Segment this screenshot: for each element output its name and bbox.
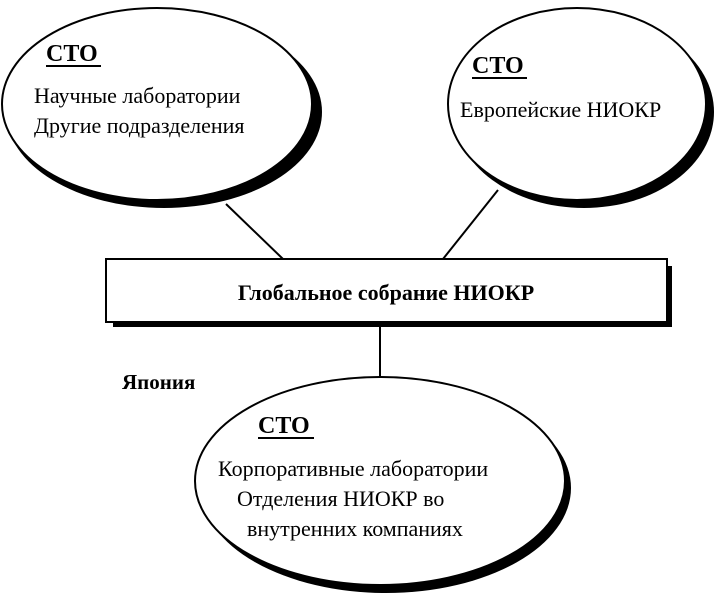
node-right-line-1: Европейские НИОКР: [460, 97, 661, 122]
node-right: СТО Европейские НИОКР: [447, 7, 714, 208]
node-bottom-ellipse: [194, 376, 566, 586]
node-left-ellipse: [1, 7, 313, 201]
node-left-line-2: Другие подразделения: [34, 113, 245, 138]
node-bottom-line-1: Корпоративные лаборатории: [218, 456, 488, 481]
connector-right-to-center: [442, 189, 499, 260]
node-bottom: СТО Корпоративные лаборатории Отделения …: [194, 376, 571, 593]
region-label-japan: Япония: [122, 370, 195, 394]
node-bottom-header: СТО: [258, 413, 310, 439]
node-right-header: СТО: [472, 53, 524, 79]
node-center-box: [105, 258, 668, 323]
node-left-header: СТО: [46, 41, 98, 67]
node-left: СТО Научные лаборатории Другие подраздел…: [1, 7, 322, 208]
node-center-title: Глобальное собрание НИОКР: [238, 280, 534, 305]
node-center: Глобальное собрание НИОКР: [105, 258, 672, 327]
node-right-ellipse: [447, 7, 707, 201]
node-bottom-line-3: внутренних компаниях: [247, 516, 463, 541]
node-bottom-line-2: Отделения НИОКР во: [237, 486, 444, 511]
node-left-line-1: Научные лаборатории: [34, 83, 241, 108]
connector-left-to-center: [225, 203, 284, 260]
